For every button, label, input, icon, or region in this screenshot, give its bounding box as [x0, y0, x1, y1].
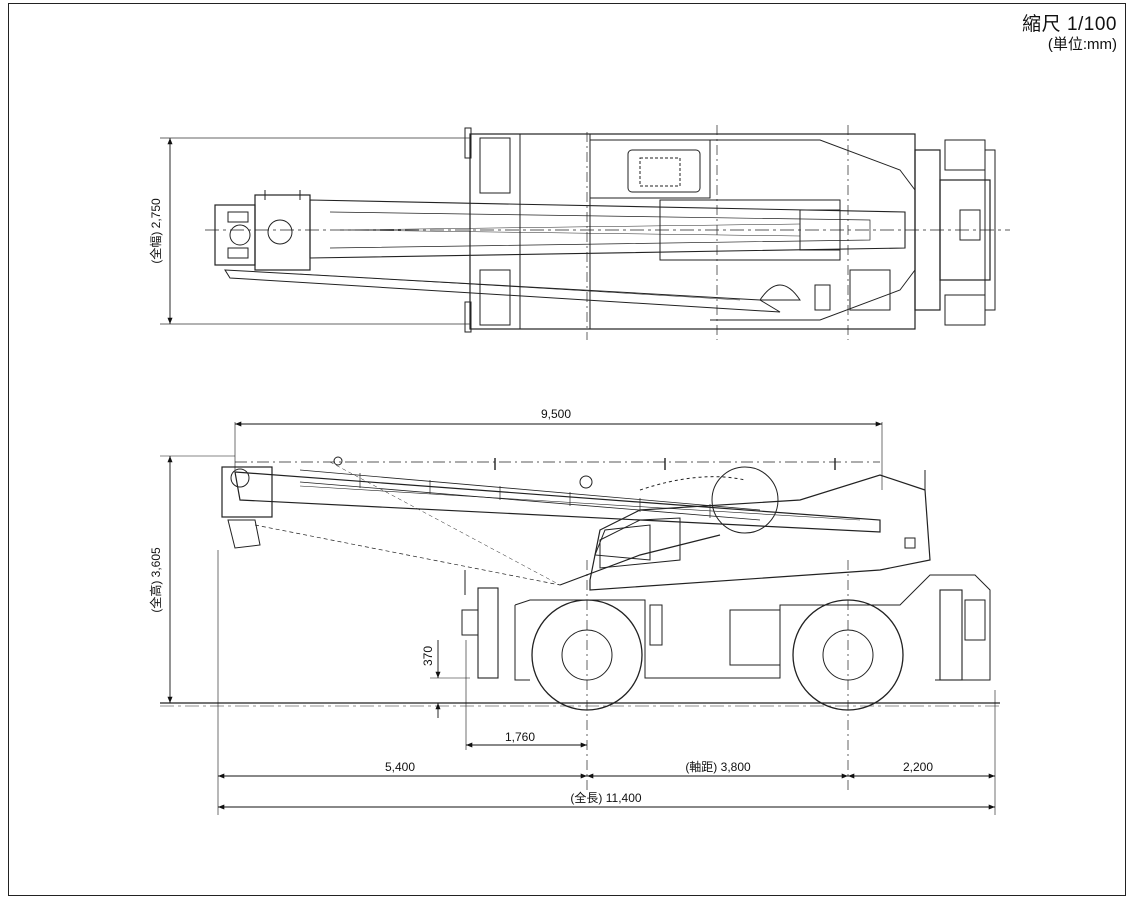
- rear-overhang-dim-label: 2,200: [903, 760, 933, 774]
- width-dimension: (全幅) 2,750: [148, 137, 470, 325]
- drawing-frame: [8, 3, 1126, 896]
- width-dim-label: (全幅) 2,750: [148, 198, 163, 264]
- scale-block: 縮尺 1/100 (単位:mm): [1022, 14, 1117, 54]
- side-view: [160, 456, 1000, 790]
- side-dimensions: 9,500 (全高) 3,605 370 1,760 5,400 (軸距) 3,…: [148, 407, 996, 815]
- front-length-dim-label: 5,400: [385, 760, 415, 774]
- clearance-dim-label: 370: [421, 646, 435, 666]
- scale-label: 縮尺 1/100: [1022, 14, 1117, 35]
- height-dim-label: (全高) 3,605: [148, 547, 163, 613]
- unit-label: (単位:mm): [1047, 36, 1117, 53]
- wheelbase-dim-label: (軸距) 3,800: [685, 760, 751, 774]
- top-view: [205, 125, 1010, 340]
- boom-dim-label: 9,500: [541, 407, 571, 421]
- overall-length-dim-label: (全長) 11,400: [570, 790, 641, 805]
- front-overhang-dim-label: 1,760: [505, 730, 535, 744]
